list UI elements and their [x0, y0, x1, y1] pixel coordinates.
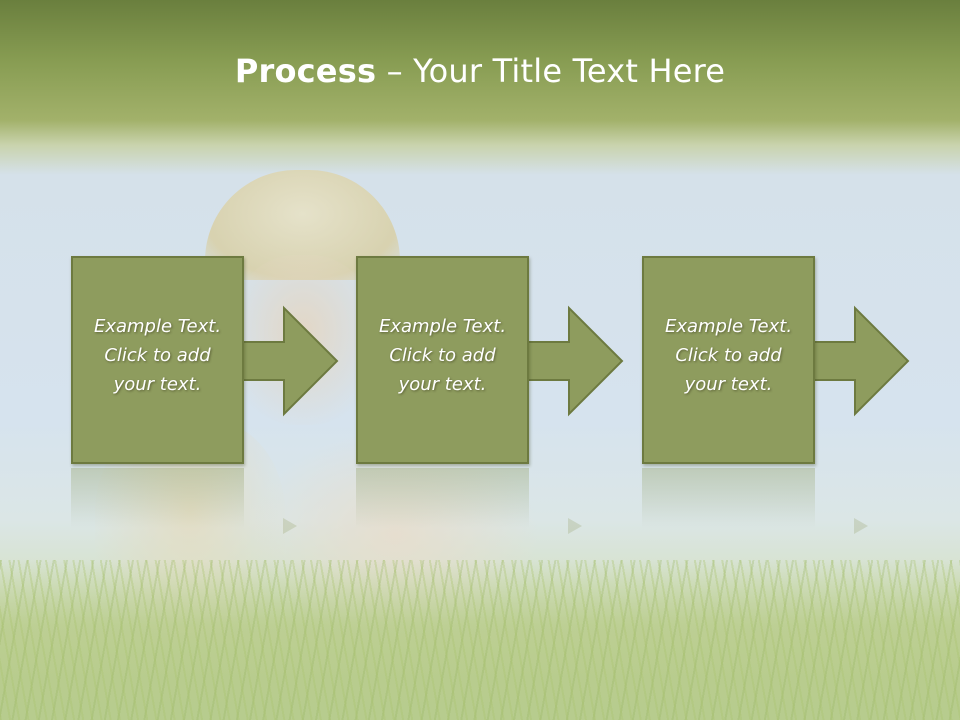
step-reflection — [356, 468, 529, 528]
background-photo-grass — [0, 560, 960, 720]
step-text[interactable]: Example Text. Click to add your text. — [71, 312, 244, 399]
step-text[interactable]: Example Text. Click to add your text. — [356, 312, 529, 399]
title-rest-part: – Your Title Text Here — [376, 52, 726, 90]
step-text-line-3: your text. — [113, 374, 202, 395]
step-box[interactable] — [642, 256, 815, 464]
process-step-2[interactable]: Example Text. Click to add your text. — [356, 256, 666, 536]
step-text-line-2: Click to add — [389, 345, 496, 366]
slide-title[interactable]: Process – Your Title Text Here — [0, 52, 960, 90]
step-reflection — [71, 468, 244, 528]
arrow-right-icon — [811, 305, 910, 417]
step-text-line-2: Click to add — [675, 345, 782, 366]
process-step-1[interactable]: Example Text. Click to add your text. — [71, 256, 381, 536]
step-text-line-1: Example Text. — [93, 316, 222, 337]
arrow-reflection — [283, 518, 297, 534]
step-text-line-2: Click to add — [104, 345, 211, 366]
process-step-3[interactable]: Example Text. Click to add your text. — [642, 256, 952, 536]
step-text-line-3: your text. — [684, 374, 773, 395]
arrow-right-icon — [240, 305, 339, 417]
arrow-reflection — [854, 518, 868, 534]
title-bold-part: Process — [234, 52, 377, 90]
step-text-line-1: Example Text. — [664, 316, 793, 337]
step-box[interactable] — [356, 256, 529, 464]
step-text[interactable]: Example Text. Click to add your text. — [642, 312, 815, 399]
arrow-right-icon — [525, 305, 624, 417]
step-text-line-3: your text. — [398, 374, 487, 395]
step-text-line-1: Example Text. — [378, 316, 507, 337]
step-reflection — [642, 468, 815, 528]
step-box[interactable] — [71, 256, 244, 464]
arrow-reflection — [568, 518, 582, 534]
